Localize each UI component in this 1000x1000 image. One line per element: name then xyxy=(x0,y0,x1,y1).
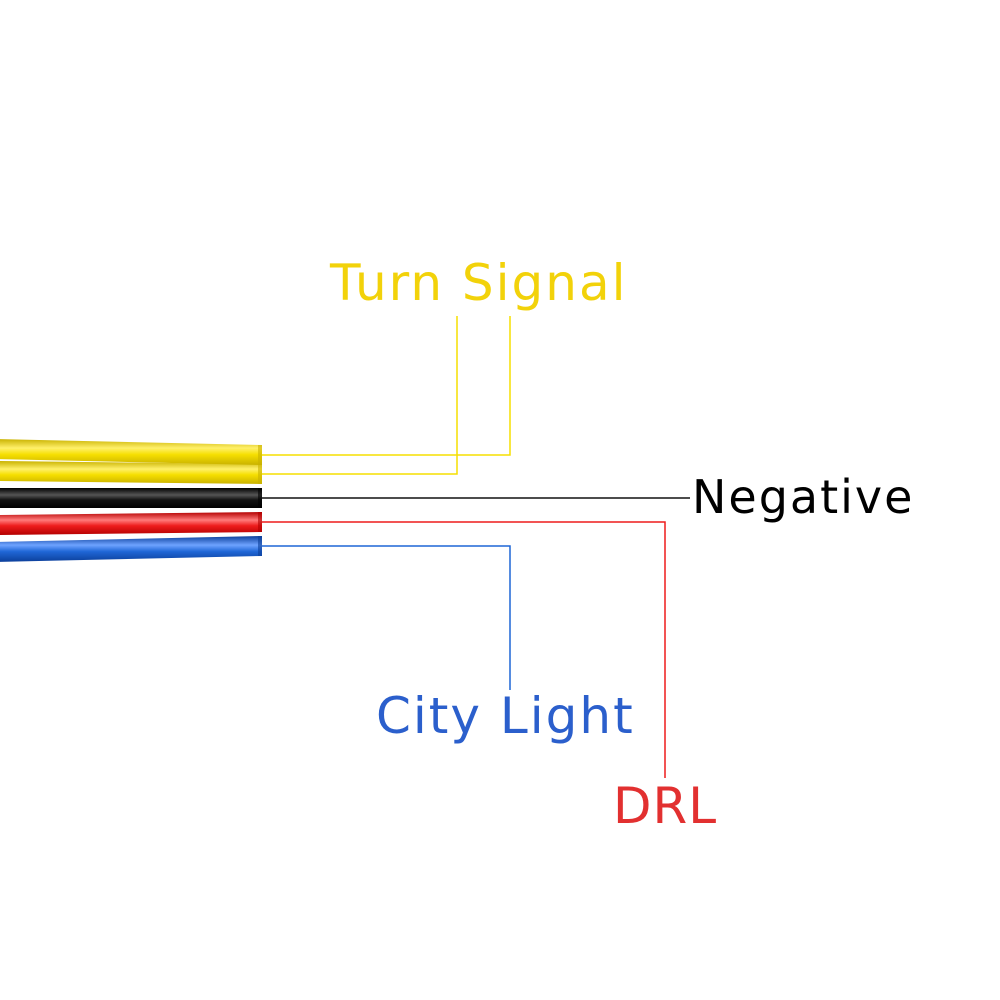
turn-signal-label: Turn Signal xyxy=(330,254,628,312)
wire-end-city xyxy=(258,536,262,556)
wire-city xyxy=(0,536,262,562)
wire-end-turn-1 xyxy=(258,445,262,465)
negative-label: Negative xyxy=(692,470,915,524)
drl-label: DRL xyxy=(613,777,718,835)
city-light-leader xyxy=(262,545,511,690)
drl-leader xyxy=(262,521,666,778)
wire-negative xyxy=(0,488,262,508)
wire-drl xyxy=(0,512,262,535)
wire-end-turn-2 xyxy=(258,464,262,484)
turn-signal-leader-2 xyxy=(262,316,458,475)
turn-signal-leader-1 xyxy=(262,316,511,456)
wire-end-drl xyxy=(258,512,262,532)
wire-turn-2 xyxy=(0,461,262,484)
wire-end-negative xyxy=(258,488,262,508)
city-light-label: City Light xyxy=(376,687,635,745)
wire-turn-1 xyxy=(0,439,262,465)
